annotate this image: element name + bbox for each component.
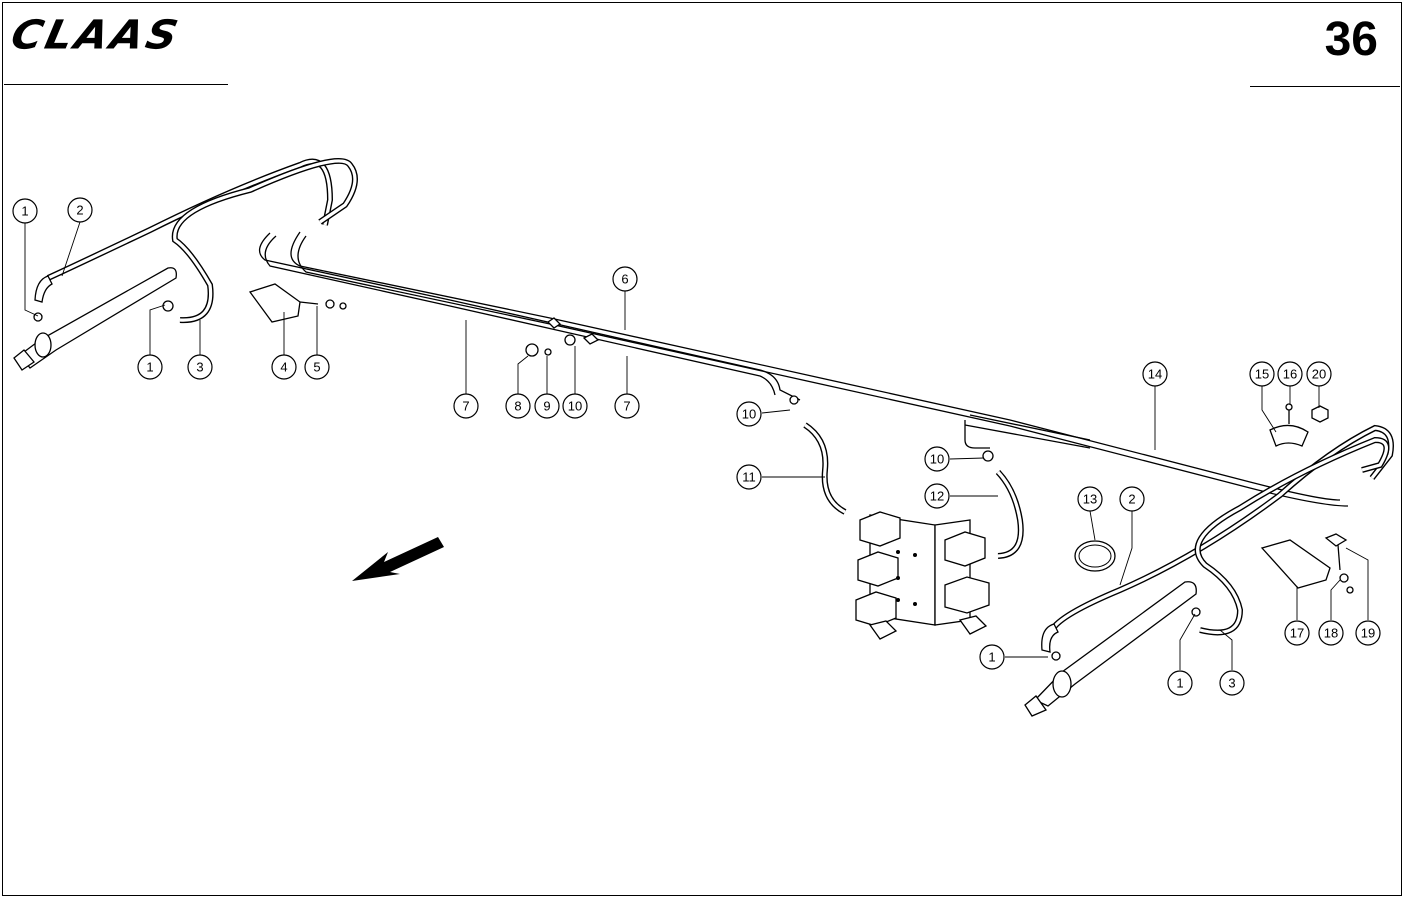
hose-11 [789, 395, 847, 515]
svg-text:14: 14 [1148, 367, 1162, 382]
svg-text:10: 10 [568, 399, 582, 414]
leader-lines [24, 221, 1369, 670]
callout-1c: 1 [979, 644, 1005, 670]
right-hydraulic-cylinder [1024, 581, 1201, 717]
svg-text:10: 10 [742, 407, 756, 422]
svg-text:8: 8 [514, 399, 521, 414]
callout-19: 19 [1355, 620, 1381, 646]
svg-text:10: 10 [930, 452, 944, 467]
callout-7b: 7 [614, 393, 640, 419]
hose-12 [982, 450, 1024, 559]
callout-13: 13 [1077, 486, 1103, 512]
callout-7a: 7 [453, 393, 479, 419]
left-hydraulic-cylinder [13, 267, 177, 371]
mounting-plate-right [1260, 533, 1354, 594]
callout-10b: 10 [736, 401, 762, 427]
callout-14: 14 [1142, 361, 1168, 387]
callout-11: 11 [736, 464, 762, 490]
rigid-pipes-6-7 [258, 231, 1349, 507]
svg-text:1: 1 [1176, 676, 1183, 691]
svg-text:17: 17 [1290, 626, 1304, 641]
svg-text:3: 3 [1228, 676, 1235, 691]
callout-15: 15 [1249, 361, 1275, 387]
page-number: 36 [1324, 13, 1378, 66]
svg-text:2: 2 [76, 203, 83, 218]
svg-text:6: 6 [621, 272, 628, 287]
svg-text:1: 1 [21, 204, 28, 219]
right-hose-3 [1194, 436, 1390, 636]
callout-10c: 10 [924, 446, 950, 472]
svg-text:12: 12 [930, 489, 944, 504]
callout-18: 18 [1318, 620, 1344, 646]
callout-9: 9 [534, 393, 560, 419]
left-hose-2 [34, 158, 334, 303]
callout-20: 20 [1306, 361, 1332, 387]
direction-arrow [352, 537, 444, 581]
callout-1b: 1 [137, 354, 163, 380]
svg-text:5: 5 [313, 360, 320, 375]
header-rule-left [4, 84, 228, 85]
callout-6: 6 [612, 266, 638, 292]
svg-text:1: 1 [988, 650, 995, 665]
control-valve-block [855, 511, 990, 640]
svg-text:3: 3 [196, 360, 203, 375]
right-hose-2 [1041, 424, 1394, 653]
svg-text:18: 18 [1324, 626, 1338, 641]
svg-text:16: 16 [1283, 367, 1297, 382]
callout-1d: 1 [1167, 670, 1193, 696]
callout-16: 16 [1277, 361, 1303, 387]
svg-text:4: 4 [280, 360, 287, 375]
pipe-loop-14 [964, 414, 1091, 449]
callout-17: 17 [1284, 620, 1310, 646]
callout-8: 8 [505, 393, 531, 419]
svg-text:11: 11 [742, 470, 756, 485]
callout-10a: 10 [562, 393, 588, 419]
svg-text:13: 13 [1083, 492, 1097, 507]
svg-text:20: 20 [1312, 367, 1326, 382]
hose-clamp-13 [1074, 540, 1116, 572]
svg-text:1: 1 [146, 360, 153, 375]
callout-12: 12 [924, 483, 950, 509]
svg-text:15: 15 [1255, 367, 1269, 382]
svg-text:19: 19 [1361, 626, 1375, 641]
callout-5: 5 [304, 354, 330, 380]
svg-text:7: 7 [462, 399, 469, 414]
callout-3b: 3 [1219, 670, 1245, 696]
header-rule-right [1250, 86, 1400, 87]
fittings-8-9-10 [525, 334, 576, 357]
callout-1a: 1 [12, 198, 38, 224]
callout-2b: 2 [1119, 486, 1145, 512]
callout-2a: 2 [67, 197, 93, 223]
left-hose-3 [171, 157, 358, 324]
svg-text:7: 7 [623, 399, 630, 414]
svg-text:2: 2 [1128, 492, 1135, 507]
svg-text:9: 9 [543, 399, 550, 414]
clamp-bracket-15 [1269, 403, 1329, 447]
callout-3a: 3 [187, 354, 213, 380]
callout-4: 4 [271, 354, 297, 380]
mounting-plate-left [248, 283, 347, 323]
